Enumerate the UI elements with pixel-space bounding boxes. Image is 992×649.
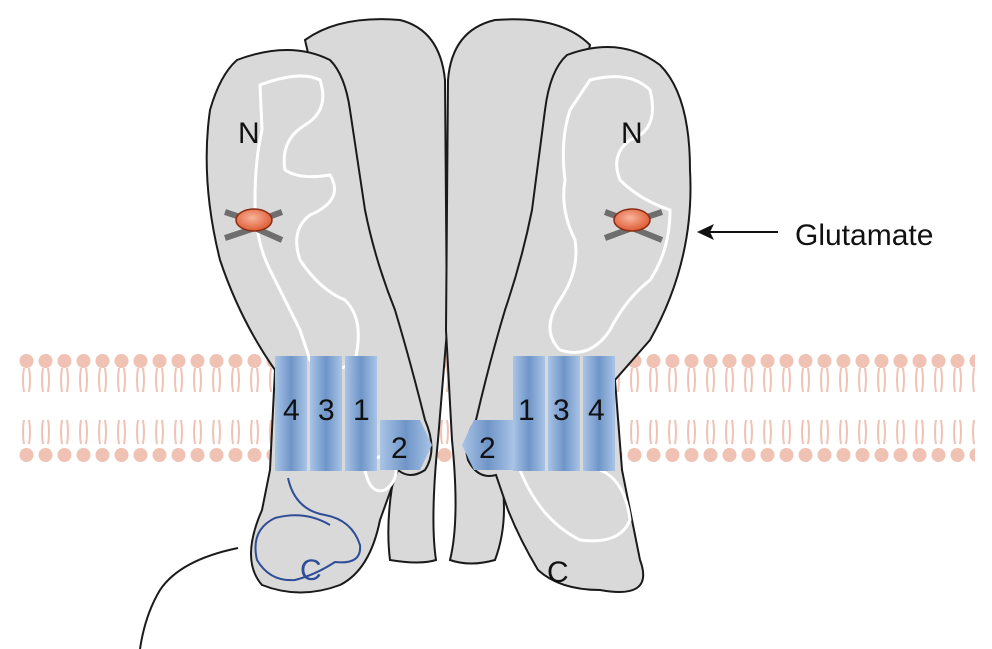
segment-label-right-4: 4: [588, 394, 605, 427]
glutamate-molecule-right: [614, 209, 650, 231]
segment-label-right-1: 1: [518, 394, 535, 427]
segment-label-left-2: 2: [391, 432, 408, 465]
segment-label-right-3: 3: [553, 394, 570, 427]
label-n-right: N: [621, 117, 643, 150]
c-tail-extension: [140, 548, 238, 649]
glutamate-molecule-left: [236, 209, 272, 231]
label-c-left: C: [300, 554, 322, 587]
segment-label-left-4: 4: [283, 394, 300, 427]
segment-label-left-1: 1: [353, 394, 370, 427]
glutamate-arrow: [697, 224, 778, 240]
label-n-left: N: [238, 117, 260, 150]
label-c-right: C: [547, 556, 569, 589]
segment-label-left-3: 3: [318, 394, 335, 427]
label-glutamate: Glutamate: [795, 219, 933, 252]
segment-label-right-2: 2: [479, 432, 496, 465]
